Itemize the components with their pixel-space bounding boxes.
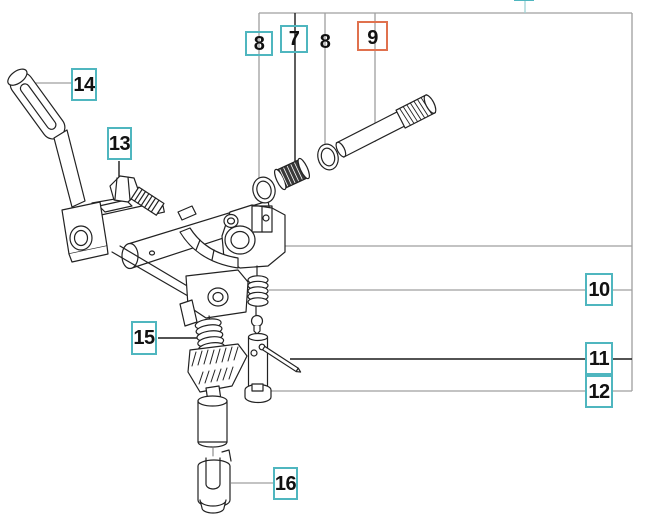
callout-15-number: 15 (133, 327, 155, 349)
callout-13[interactable]: 13 (107, 127, 132, 160)
callout-10-number: 10 (588, 278, 610, 301)
plunger-cylinder (197, 385, 228, 457)
callout-16[interactable]: 16 (273, 467, 298, 500)
leader-lines-dark (118, 13, 632, 360)
plunger-pin (247, 332, 302, 389)
callout-8a-number: 8 (253, 32, 265, 55)
ball-pin (250, 314, 264, 335)
callout-7-number: 7 (288, 28, 300, 50)
callout-14[interactable]: 14 (71, 68, 97, 101)
o-ring-b (317, 143, 339, 171)
lower-casting (179, 269, 249, 327)
callout-cutoff-top[interactable] (514, 0, 534, 1)
leader-lines-gray (20, 1, 633, 484)
callout-15[interactable]: 15 (131, 321, 157, 355)
callout-10[interactable]: 10 (585, 273, 613, 306)
lever-pivot-bracket (61, 195, 143, 263)
valve-core (273, 157, 311, 191)
cup-part (197, 449, 232, 514)
valve-body (179, 204, 286, 269)
callout-16-number: 16 (274, 472, 297, 495)
serrated-wedge (187, 343, 248, 393)
bolt-part (109, 175, 165, 216)
callout-9-selected[interactable]: 9 (357, 21, 388, 51)
callout-11-number: 11 (588, 347, 610, 370)
callout-8b[interactable]: 8 (315, 30, 335, 54)
callout-7[interactable]: 7 (280, 25, 308, 53)
valve-spring (247, 265, 269, 317)
lever-handle-part (7, 68, 86, 208)
callout-8b-number: 8 (319, 31, 331, 53)
flanged-cap (244, 383, 272, 404)
callout-13-number: 13 (108, 132, 131, 155)
callout-12[interactable]: 12 (585, 375, 613, 408)
callout-8a[interactable]: 8 (245, 31, 273, 56)
grip-tube (335, 94, 437, 158)
callout-12-number: 12 (588, 380, 610, 403)
callout-9-number: 9 (367, 27, 378, 49)
callout-11[interactable]: 11 (585, 342, 613, 375)
callout-14-number: 14 (73, 73, 95, 96)
o-ring-a (252, 176, 276, 204)
